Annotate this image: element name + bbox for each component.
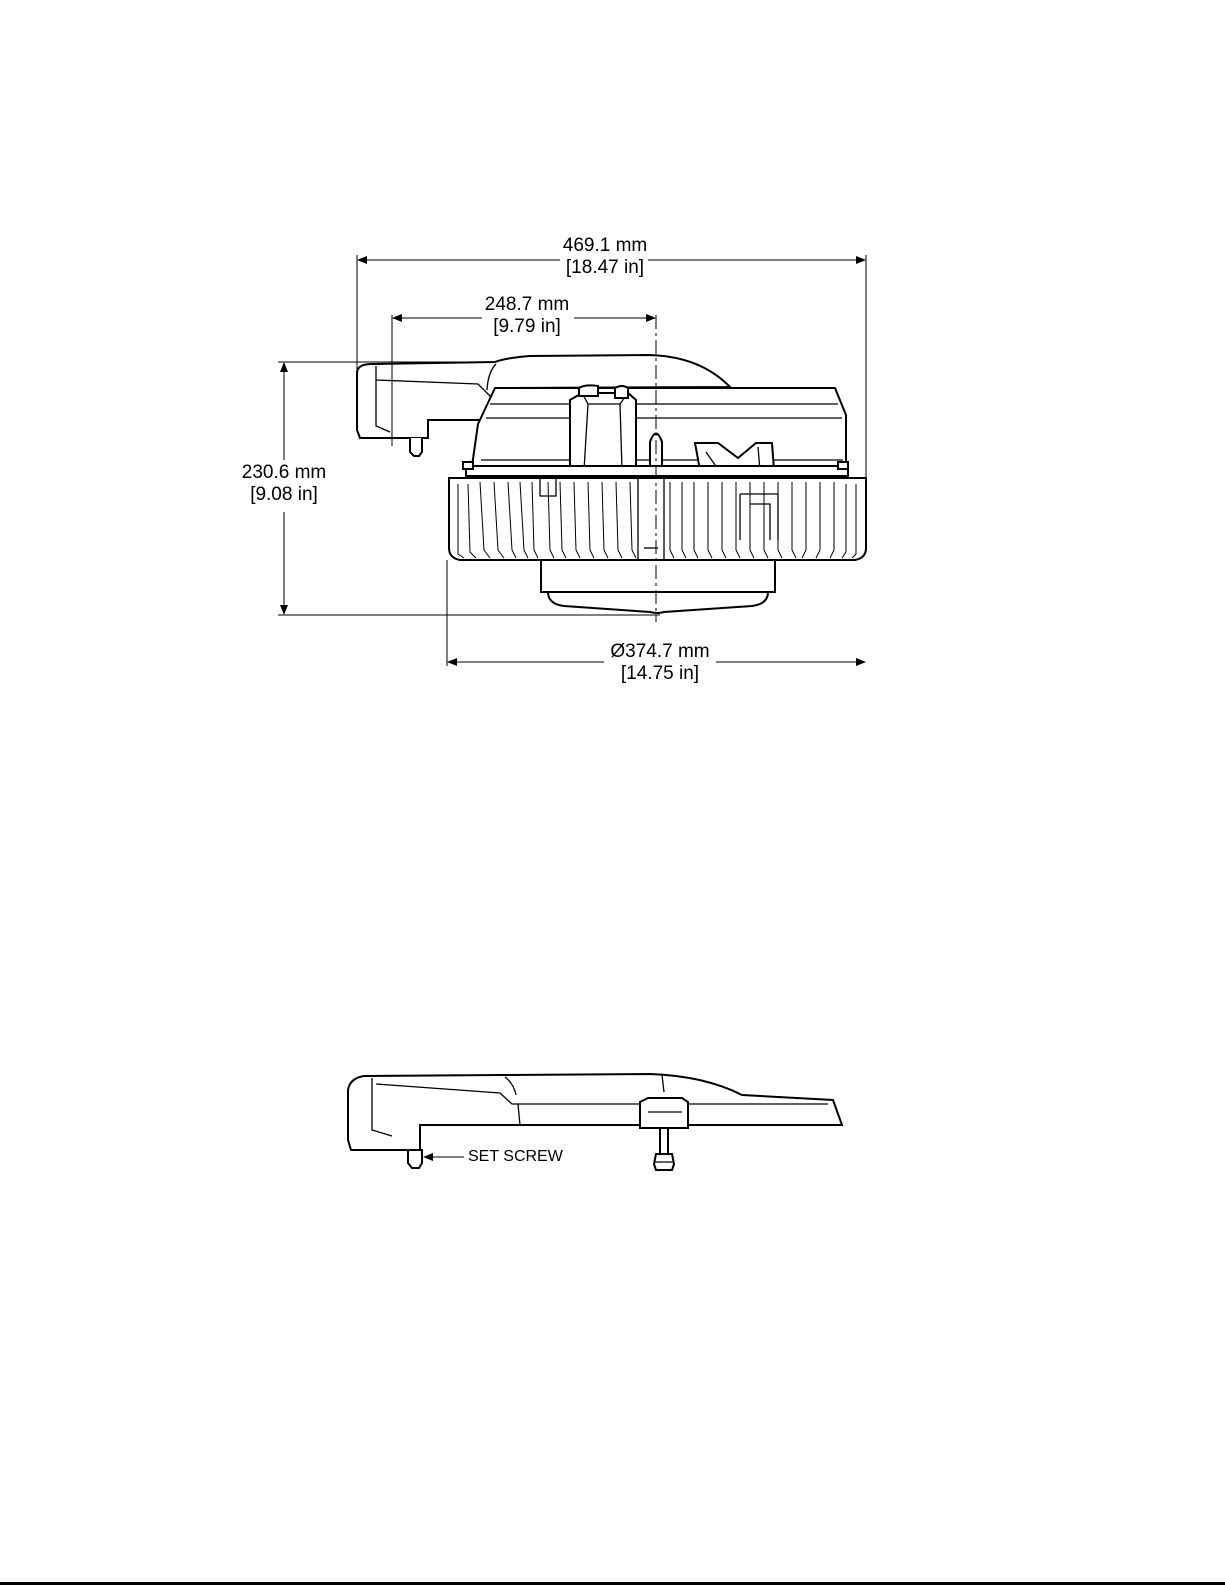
- arm-detail-bracket: [640, 1098, 688, 1128]
- set-screw-tab: [410, 438, 422, 456]
- dim-overall-label: 469.1 mm [18.47 in]: [560, 235, 650, 279]
- mounting-arm-detail-view: [348, 1074, 842, 1170]
- set-screw: [408, 1150, 422, 1168]
- dim-arm-label: 248.7 mm [9.79 in]: [482, 294, 572, 338]
- dim-height-label: 230.6 mm [9.08 in]: [236, 462, 332, 506]
- fixture-side-view: [357, 355, 866, 613]
- dim-overall-in: [18.47 in]: [560, 257, 650, 279]
- set-screw-callout: SET SCREW: [468, 1148, 563, 1166]
- arm-detail-body: [348, 1074, 842, 1150]
- lens: [548, 592, 768, 613]
- dim-overall-mm: 469.1 mm: [560, 235, 650, 257]
- arm-detail-bolt: [660, 1128, 668, 1154]
- flange: [466, 466, 848, 476]
- dim-diameter-mm: Ø374.7 mm: [604, 641, 716, 663]
- dim-diameter-label: Ø374.7 mm [14.75 in]: [604, 641, 716, 685]
- dim-arm-mm: 248.7 mm: [482, 294, 572, 316]
- dim-arm-in: [9.79 in]: [482, 316, 572, 338]
- dim-height-mm: 230.6 mm: [236, 462, 332, 484]
- dim-height-in: [9.08 in]: [236, 484, 332, 506]
- dim-diameter-in: [14.75 in]: [604, 663, 716, 685]
- lens-housing: [541, 560, 775, 592]
